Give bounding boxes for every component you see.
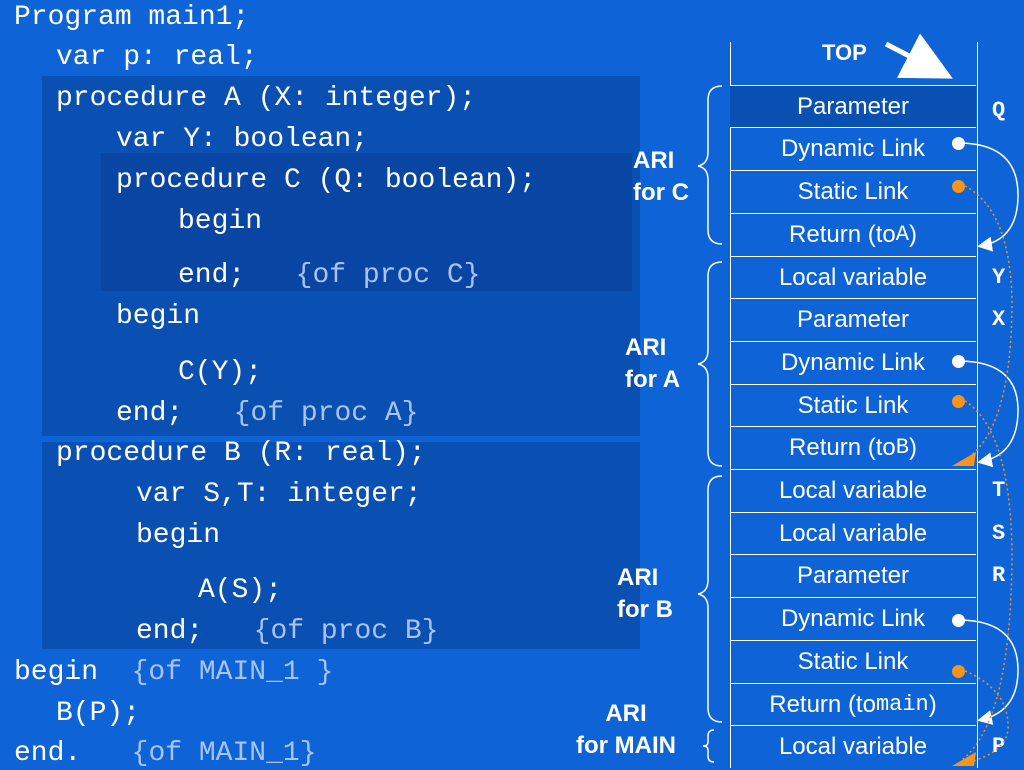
code-comment: {of MAIN_1 } bbox=[131, 657, 334, 688]
var-letter-p: P bbox=[992, 734, 1006, 759]
stack-cell-static-link: Static Link bbox=[730, 640, 976, 682]
brace-ari-b bbox=[697, 475, 723, 723]
code-line-6: begin bbox=[178, 206, 263, 237]
stack-cell-return: Return (to B) bbox=[730, 426, 976, 468]
code-line-8: begin bbox=[116, 301, 201, 332]
stack-cell-local-variable: Local variable bbox=[730, 256, 976, 298]
code-line-18: end. {of MAIN_1} bbox=[14, 738, 317, 769]
code-line-16: begin {of MAIN_1 } bbox=[14, 657, 334, 688]
var-letter-r: R bbox=[992, 563, 1006, 588]
code-line-13: begin bbox=[136, 520, 221, 551]
var-letter-t: T bbox=[992, 478, 1006, 503]
static-link-arrow bbox=[961, 400, 1013, 761]
static-link-dot bbox=[952, 180, 965, 193]
code-line-15: end; {of proc B} bbox=[136, 616, 439, 647]
code-line-10: end; {of proc A} bbox=[116, 398, 419, 429]
code-line-7: end; {of proc C} bbox=[178, 260, 481, 291]
code-line-17: B(P); bbox=[56, 698, 141, 729]
brace-ari-a bbox=[697, 261, 723, 467]
stack-cell-dynamic-link: Dynamic Link bbox=[730, 127, 976, 169]
code-line-5: procedure C (Q: boolean); bbox=[116, 165, 537, 196]
code-line-14: A(S); bbox=[198, 575, 283, 606]
stack-cell-local-variable: Local variable bbox=[730, 725, 976, 767]
var-letter-x: X bbox=[992, 307, 1006, 332]
stack-cell-dynamic-link: Dynamic Link bbox=[730, 597, 976, 639]
static-link-arrowhead bbox=[952, 752, 976, 766]
static-link-arrow bbox=[964, 670, 1009, 763]
dynamic-link-arrow bbox=[957, 142, 1019, 252]
top-label: TOP bbox=[822, 40, 867, 65]
stack-cell-return: Return (to A) bbox=[730, 213, 976, 255]
var-letter-y: Y bbox=[992, 265, 1006, 290]
brace-ari-c bbox=[697, 85, 723, 245]
top-arrow bbox=[884, 33, 953, 79]
code-comment: {of MAIN_1} bbox=[131, 738, 317, 769]
stack-cell-dynamic-link: Dynamic Link bbox=[730, 341, 976, 383]
static-link-arrow bbox=[964, 185, 1013, 461]
code-line-2: var p: real; bbox=[56, 42, 258, 73]
stack-cell-return: Return (to main) bbox=[730, 683, 976, 725]
stack-cell-static-link: Static Link bbox=[730, 384, 976, 426]
dynamic-link-arrow bbox=[957, 360, 1019, 468]
code-comment: {of proc A} bbox=[233, 398, 419, 429]
dynamic-link-arrow bbox=[957, 619, 1019, 725]
stack-cell-parameter: Parameter bbox=[730, 298, 976, 340]
runtime-stack bbox=[730, 42, 978, 768]
static-link-arrowhead bbox=[952, 452, 976, 466]
code-line-4: var Y: boolean; bbox=[116, 124, 369, 155]
static-link-dot bbox=[952, 665, 965, 678]
static-link-dot bbox=[952, 395, 965, 408]
brace-ari-main bbox=[702, 729, 715, 763]
code-line-9: C(Y); bbox=[178, 357, 263, 388]
stack-cell-local-variable: Local variable bbox=[730, 512, 976, 554]
code-line-12: var S,T: integer; bbox=[136, 479, 422, 510]
code-comment: {of proc C} bbox=[295, 260, 481, 291]
stack-cell-local-variable: Local variable bbox=[730, 469, 976, 511]
stack-cell-parameter: Parameter bbox=[730, 554, 976, 596]
stack-cell-parameter: Parameter bbox=[730, 85, 976, 127]
var-letter-q: Q bbox=[992, 98, 1006, 123]
stack-cell-static-link: Static Link bbox=[730, 170, 976, 212]
code-line-11: procedure B (R: real); bbox=[56, 438, 426, 469]
code-line-3: procedure A (X: integer); bbox=[56, 83, 477, 114]
code-line-1: Program main1; bbox=[14, 2, 250, 33]
var-letter-s: S bbox=[992, 521, 1006, 546]
proc-b-block bbox=[42, 442, 640, 649]
code-comment: {of proc B} bbox=[253, 616, 439, 647]
proc-c-block bbox=[101, 153, 632, 291]
